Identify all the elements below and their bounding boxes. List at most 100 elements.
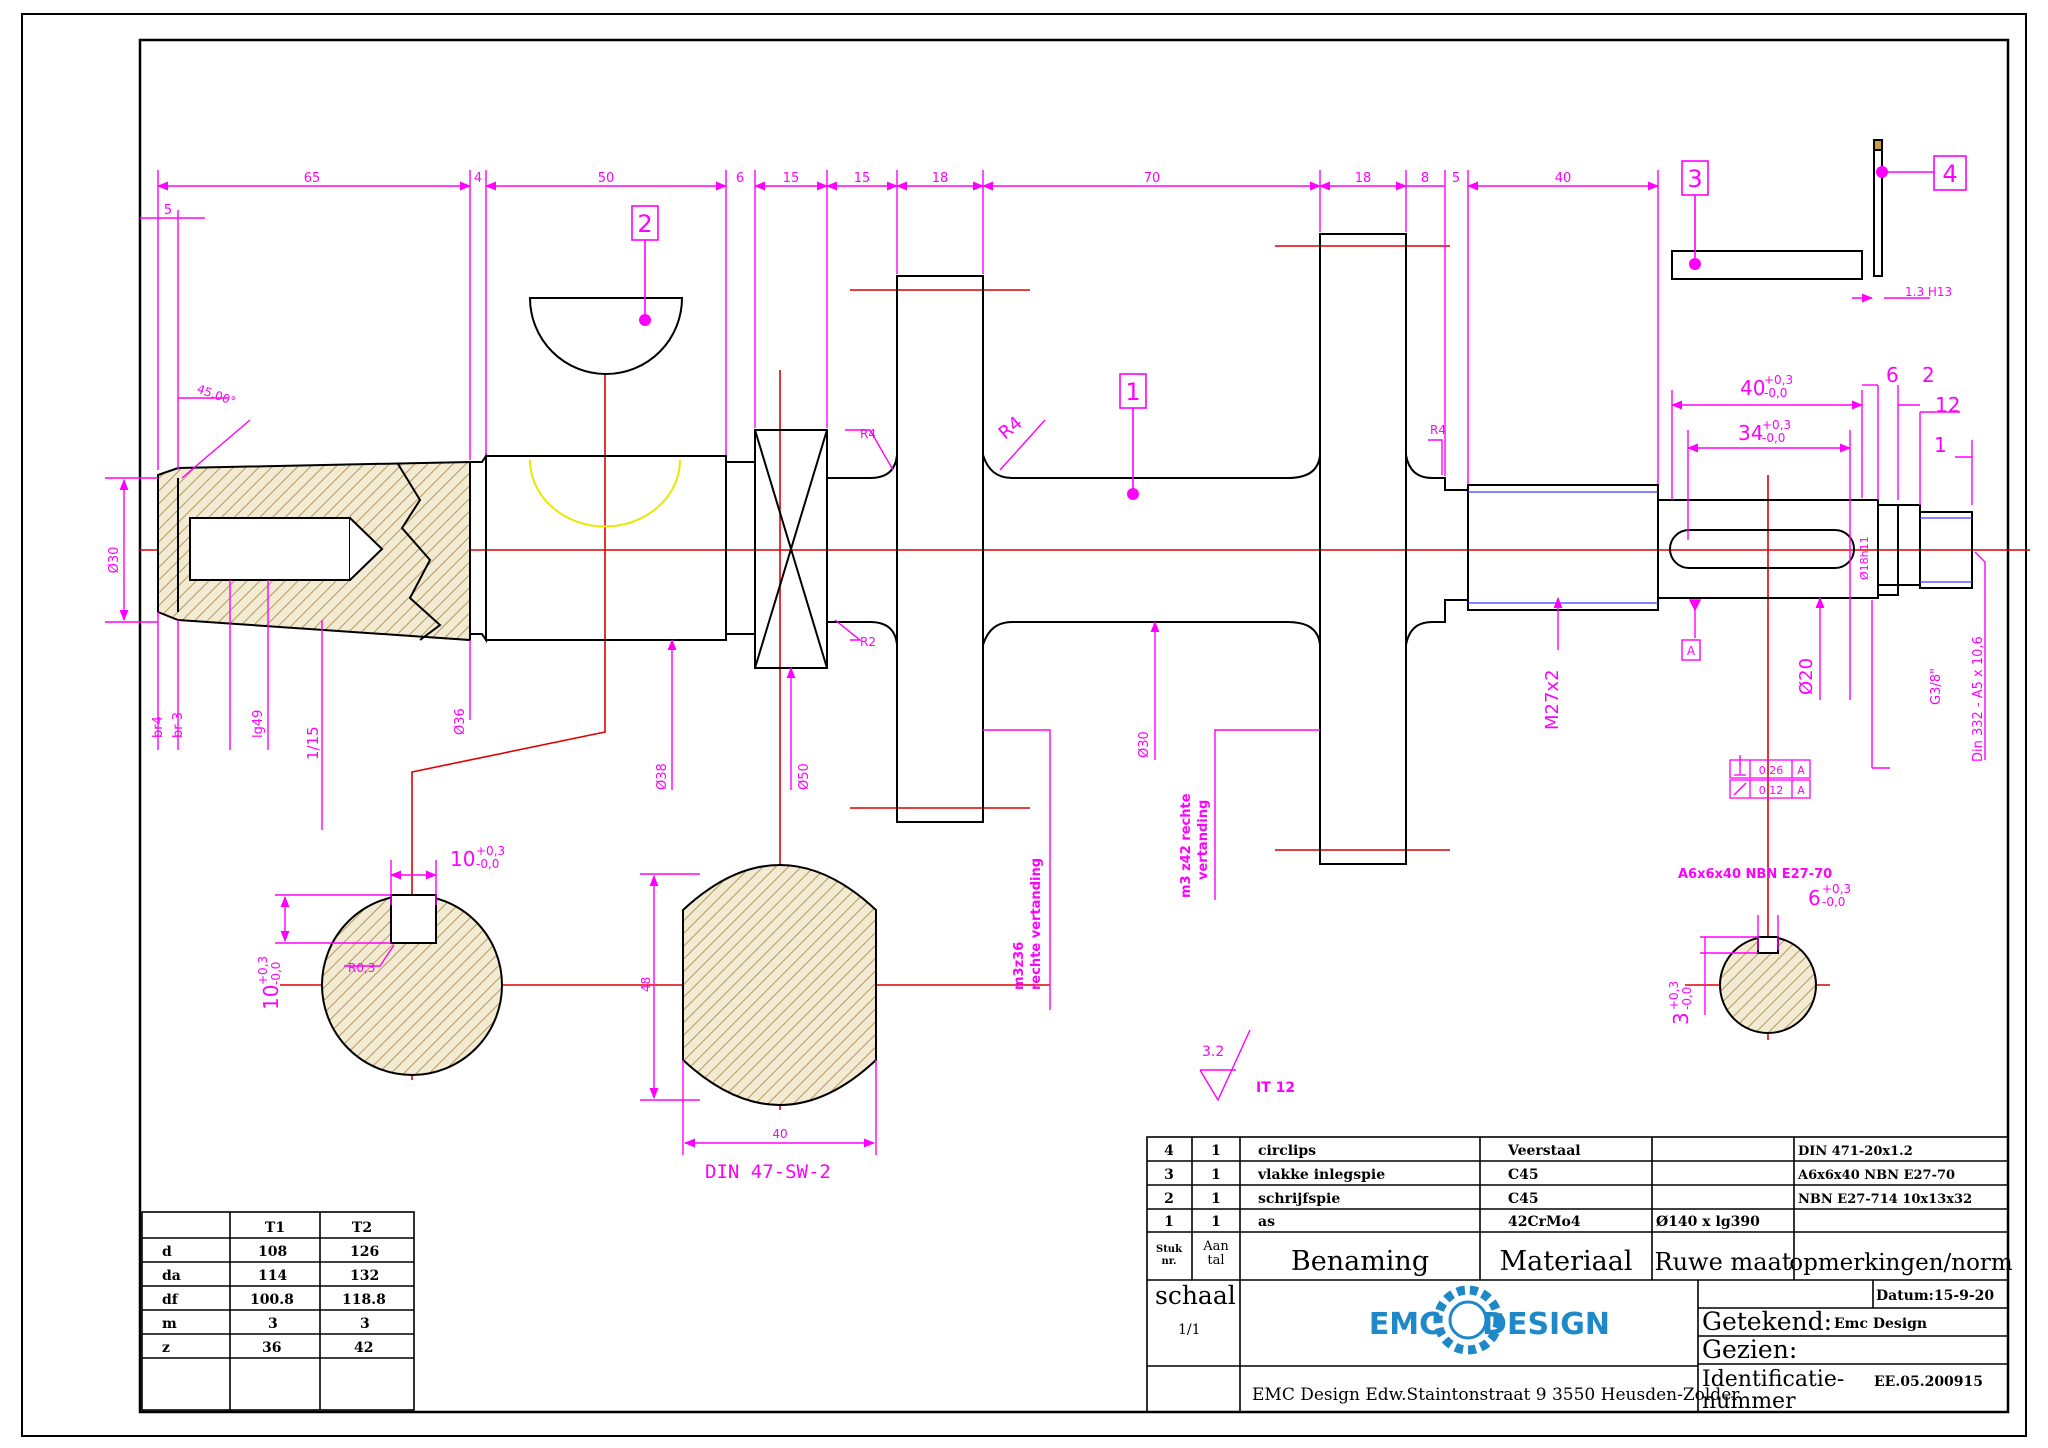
dim-left-5: 5 [164,203,172,218]
dim-1: 1 [1934,433,1947,457]
dim-d18: Ø18h11 [1858,536,1871,580]
gear-table [141,1211,415,1411]
gear-table-t2-df: 118.8 [342,1292,386,1308]
part-2-qty: 1 [1211,1191,1221,1207]
dim-12: 12 [1935,393,1960,417]
seen-label: Gezien: [1702,1335,1797,1364]
header-raw: Ruwe maat [1655,1248,1792,1276]
key-depth-up: +0,3 [1667,981,1681,1010]
dim-8: 8 [1421,171,1429,186]
balloon-2: 2 [637,210,652,238]
gtol-2-ref: A [1797,784,1805,797]
gear1-note-b: rechte vertanding [1029,858,1044,990]
dim-din332: Din 332 - A5 x 10,6 [1971,636,1986,762]
part-1-nr: 1 [1164,1214,1174,1230]
dim-slot-34-up: +0,3 [1762,418,1791,432]
keyway-depth: 10 [259,985,283,1010]
key-width: 6 [1808,886,1821,910]
dim-d50: Ø50 [797,763,812,790]
part-3-material: C45 [1508,1167,1539,1183]
gear-table-t1-z: 36 [262,1340,281,1356]
gear-table-header-t1: T1 [265,1220,285,1236]
part-1-material: 42CrMo4 [1508,1214,1581,1230]
dim-18b: 18 [1355,171,1372,186]
keyway-width: 10 [450,847,475,871]
dim-15a: 15 [783,171,800,186]
balloon-1: 1 [1125,378,1140,406]
gear-table-label-m: m [162,1316,177,1332]
dim-lg49: lg49 [251,710,266,738]
id-label-a: Identificatie- [1702,1367,1844,1392]
tolerance-class: IT 12 [1256,1080,1295,1096]
roughness-value: 3.2 [1202,1044,1224,1060]
part-4-qty: 1 [1211,1143,1221,1159]
dim-br4: br4 [151,716,166,738]
part-2-nr: 2 [1164,1191,1174,1207]
dim-d30-mid: Ø30 [1137,731,1152,758]
part-4-nr: 4 [1164,1143,1174,1159]
dim-r2: R2 [860,635,876,649]
dim-d36: Ø36 [453,708,468,735]
gear-table-t1-m: 3 [268,1316,278,1332]
dim-taper: 1/15 [304,726,322,760]
dim-70: 70 [1144,171,1161,186]
part-3-norm: A6x6x40 NBN E27-70 [1797,1168,1955,1183]
dim-6: 6 [1886,363,1899,387]
dim-15b: 15 [854,171,871,186]
gear-table-label-z: z [162,1340,170,1356]
part-1-raw: Ø140 x lg390 [1656,1214,1760,1230]
header-nr-a: Stuk [1156,1244,1183,1255]
gear-table-header-t2: T2 [352,1220,372,1236]
din47-label: DIN 47-SW-2 [705,1161,831,1183]
gear1-note-a: m3z36 [1012,942,1027,990]
dim-m27: M27x2 [1542,669,1563,730]
gear-table-label-d: d [162,1244,172,1260]
dim-g38: G3/8" [1929,668,1944,705]
dim-2: 2 [1922,363,1935,387]
dim-flat-40: 40 [772,1127,787,1141]
id-value: EE.05.200915 [1874,1374,1983,1390]
header-qty-b: tal [1207,1253,1224,1268]
dim-br3: br 3 [171,712,186,738]
dim-40: 40 [1555,171,1572,186]
dim-slot-34-dn: -0,0 [1762,431,1785,445]
svg-text:A: A [1687,644,1696,658]
balloon-3: 3 [1687,165,1702,193]
part-3-nr: 3 [1164,1167,1174,1183]
gtol-1-ref: A [1797,764,1805,777]
part-3-name: vlakke inlegspie [1257,1167,1385,1183]
gear-table-t2-z: 42 [354,1340,373,1356]
gear2-note-b: vertanding [1196,800,1211,880]
key-depth-dn: -0,0 [1680,987,1694,1010]
gear-table-t2-da: 132 [350,1268,379,1284]
dim-slot-34: 34 [1738,421,1763,445]
gear-table-label-da: da [162,1268,181,1284]
datum-a: A [1681,639,1701,661]
gear2-note-a: m3 z42 rechte [1179,793,1194,898]
header-norm: opmerkingen/norm [1789,1250,2013,1276]
id-label-b: nummer [1702,1389,1796,1414]
dim-13h13: 1.3 H13 [1905,285,1952,299]
dim-chamfer: 45,00° [195,382,238,409]
keyway-depth-dn: -0,0 [269,962,283,985]
dim-slot-40-up: +0,3 [1764,373,1793,387]
part-2-norm: NBN E27-714 10x13x32 [1798,1192,1972,1207]
gtol-2-value: 0.12 [1759,784,1784,797]
part-2-material: C45 [1508,1191,1539,1207]
dim-r03: R0,3 [348,961,375,975]
gear-table-t1-d: 108 [258,1244,287,1260]
shaft-outline [157,139,1973,865]
key-depth: 3 [1669,1012,1693,1025]
dim-5: 5 [1452,171,1460,186]
dim-r4-b: R4 [995,412,1027,443]
key-note: A6x6x40 NBN E27-70 [1678,867,1832,882]
dim-d30-left: Ø30 [107,547,122,574]
cross-sections [321,864,1817,1106]
header-name: Benaming [1291,1246,1429,1277]
company-logo: EMC DESIGN [1369,1285,1610,1355]
keyway-width-dn: -0,0 [476,857,499,871]
drawn-label: Getekend: [1702,1307,1832,1336]
logo-left-text: EMC [1369,1307,1441,1342]
geometric-tolerance [1729,759,1811,799]
